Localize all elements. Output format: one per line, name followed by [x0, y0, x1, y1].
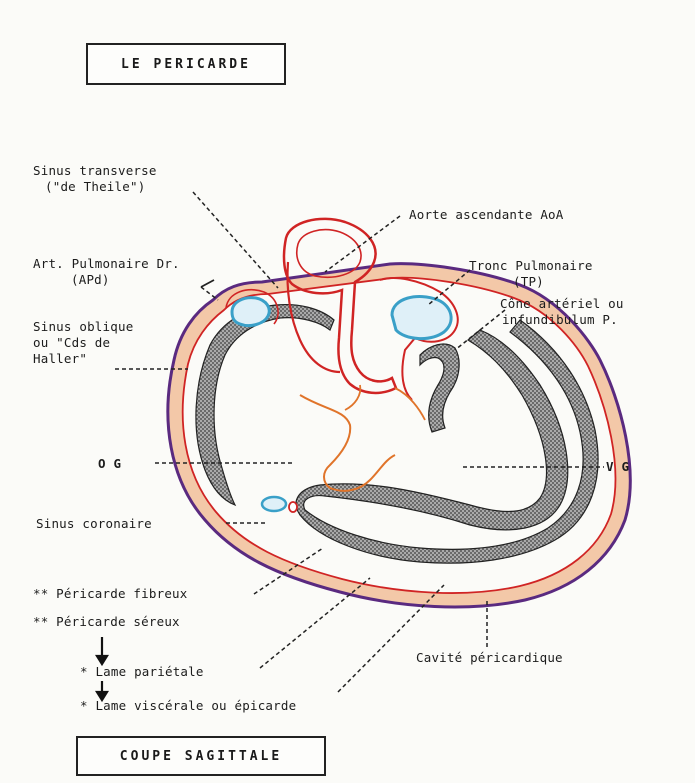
label-sinus-transverse: Sinus transverse — [33, 163, 157, 178]
label-cone-arteriel: Cône artériel ou — [500, 296, 624, 311]
label-haller: Haller" — [33, 351, 87, 366]
label-lame-viscerale: * Lame viscérale ou épicarde — [80, 698, 296, 713]
label-tp: (TP) — [513, 274, 544, 289]
label-sinus-oblique: Sinus oblique — [33, 319, 133, 334]
pulmonary-trunk-ring — [392, 296, 451, 338]
label-infundibulum: infundibulum P. — [502, 312, 618, 327]
leader-sinus-transverse — [193, 192, 278, 288]
diagram-subtitle: COUPE SAGITTALE — [120, 749, 282, 764]
label-sinus-coronaire: Sinus coronaire — [36, 516, 152, 531]
label-sinus-transverse-theile: ("de Theile") — [45, 179, 145, 194]
label-vg: V G — [606, 459, 629, 474]
coronary-sinus — [262, 497, 286, 511]
down-arrow-1 — [97, 637, 107, 664]
label-pericarde-sereux: ** Péricarde séreux — [33, 614, 180, 629]
coronary-vessel — [289, 502, 297, 512]
label-tronc-pulmonaire: Tronc Pulmonaire — [469, 258, 593, 273]
label-cavite-pericardique: Cavité péricardique — [416, 650, 563, 665]
label-lame-parietale: * Lame pariétale — [80, 664, 204, 679]
label-art-pulmonaire: Art. Pulmonaire Dr. — [33, 256, 180, 271]
label-og: O G — [98, 456, 121, 471]
label-apd: (APd) — [71, 272, 110, 287]
apd-tick — [201, 280, 214, 287]
coupe-box: COUPE SAGITTALE — [76, 736, 326, 776]
right-pulmonary-artery — [232, 298, 269, 326]
label-cds: ou "Cds de — [33, 335, 110, 350]
label-pericarde-fibreux: ** Péricarde fibreux — [33, 586, 188, 601]
leader-parietale — [260, 578, 370, 668]
label-aorte-ascendante: Aorte ascendante AoA — [409, 207, 564, 222]
